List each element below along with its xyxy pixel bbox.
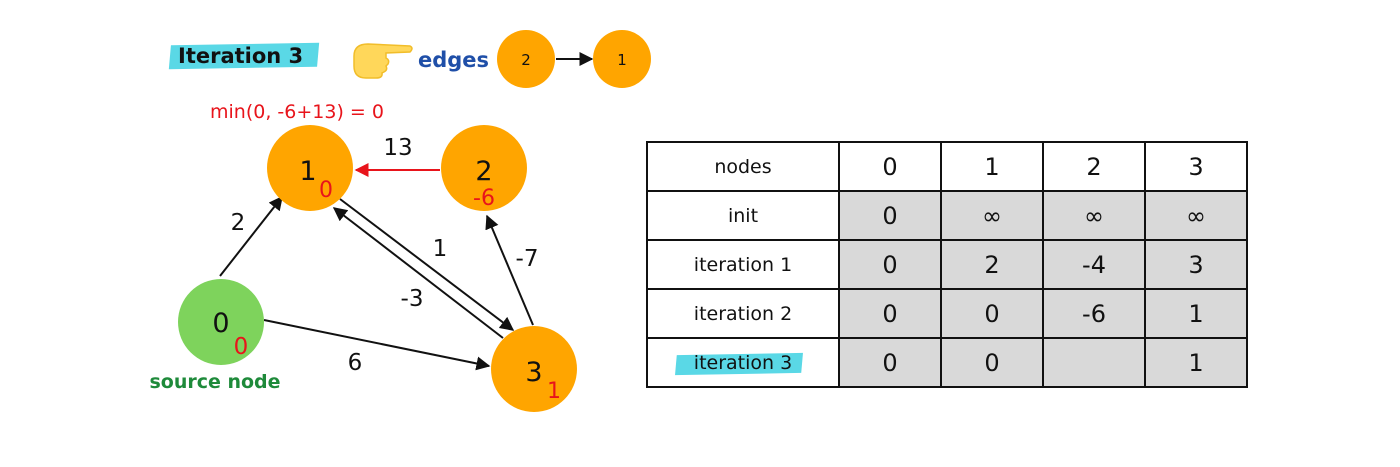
table-cell: 1	[1144, 337, 1248, 388]
edge-3-2	[485, 214, 534, 326]
iteration-title: Iteration 3	[178, 44, 304, 68]
header-cell: 3	[1144, 141, 1248, 192]
node-2	[441, 125, 527, 211]
distance-table: nodes 0 1 2 3 init 0 ∞ ∞ ∞ iteration 1 0…	[646, 141, 1248, 388]
table-cell: 3	[1144, 239, 1248, 290]
table-cell: ∞	[1144, 190, 1248, 241]
node-2-distance: -6	[473, 186, 495, 211]
edge-weight-1-3: 1	[433, 236, 448, 262]
header-cell: 1	[940, 141, 1044, 192]
header-cell: 2	[1042, 141, 1146, 192]
table-cell: 0	[838, 190, 942, 241]
edge-weight-0-3: 6	[348, 350, 363, 376]
pointing-hand-icon	[353, 43, 413, 79]
edge-1-3	[339, 198, 515, 331]
node-3	[491, 326, 577, 412]
table-row-iteration-3: iteration 3 0 0 1	[646, 337, 1248, 388]
table-row-iteration-2: iteration 2 0 0 -6 1	[646, 288, 1248, 339]
edge-weight-0-1: 2	[231, 210, 246, 236]
row-label: iteration 1	[646, 239, 840, 290]
legend-node-to	[593, 30, 651, 88]
source-node-label: source node	[149, 371, 280, 393]
table-cell: ∞	[940, 190, 1044, 241]
table-cell: 1	[1144, 288, 1248, 339]
row-label-text: iteration 3	[693, 351, 793, 374]
table-cell: -4	[1042, 239, 1146, 290]
edge-weight-2-1: 13	[383, 135, 412, 161]
row-label: init	[646, 190, 840, 241]
table-cell: 0	[838, 288, 942, 339]
node-2-id: 2	[475, 156, 492, 187]
row-label-highlight: iteration 3	[674, 351, 804, 375]
edge-0-3	[263, 319, 491, 371]
table-cell-pending	[1042, 337, 1146, 388]
table-row-init: init 0 ∞ ∞ ∞	[646, 190, 1248, 241]
node-3-distance: 1	[547, 379, 561, 404]
table-cell: 0	[838, 239, 942, 290]
table-header-row: nodes 0 1 2 3	[646, 141, 1248, 192]
header-cell-nodes: nodes	[646, 141, 840, 192]
node-1	[267, 125, 353, 211]
edge-3-1	[332, 207, 504, 339]
table-cell: 0	[940, 288, 1044, 339]
edge-weight-3-2: -7	[516, 246, 539, 272]
legend-node-to-label: 1	[617, 51, 627, 69]
edge-weight-3-1: -3	[401, 286, 424, 312]
edge-0-1	[219, 195, 283, 277]
node-0-id: 0	[212, 308, 229, 339]
edges-label: edges	[418, 48, 490, 72]
node-0-distance: 0	[234, 334, 249, 360]
header-cell: 0	[838, 141, 942, 192]
update-formula: min(0, -6+13) = 0	[210, 101, 384, 123]
node-1-id: 1	[299, 156, 316, 187]
table-cell: ∞	[1042, 190, 1146, 241]
table-cell: 2	[940, 239, 1044, 290]
node-1-distance: 0	[319, 178, 333, 203]
legend-node-from-label: 2	[521, 51, 531, 69]
table-row-iteration-1: iteration 1 0 2 -4 3	[646, 239, 1248, 290]
table-cell: 0	[838, 337, 942, 388]
row-label: iteration 2	[646, 288, 840, 339]
legend-node-from	[497, 30, 555, 88]
row-label-highlighted: iteration 3	[646, 337, 840, 388]
table-cell: 0	[940, 337, 1044, 388]
node-0	[178, 279, 264, 365]
table-cell: -6	[1042, 288, 1146, 339]
node-3-id: 3	[525, 357, 542, 388]
